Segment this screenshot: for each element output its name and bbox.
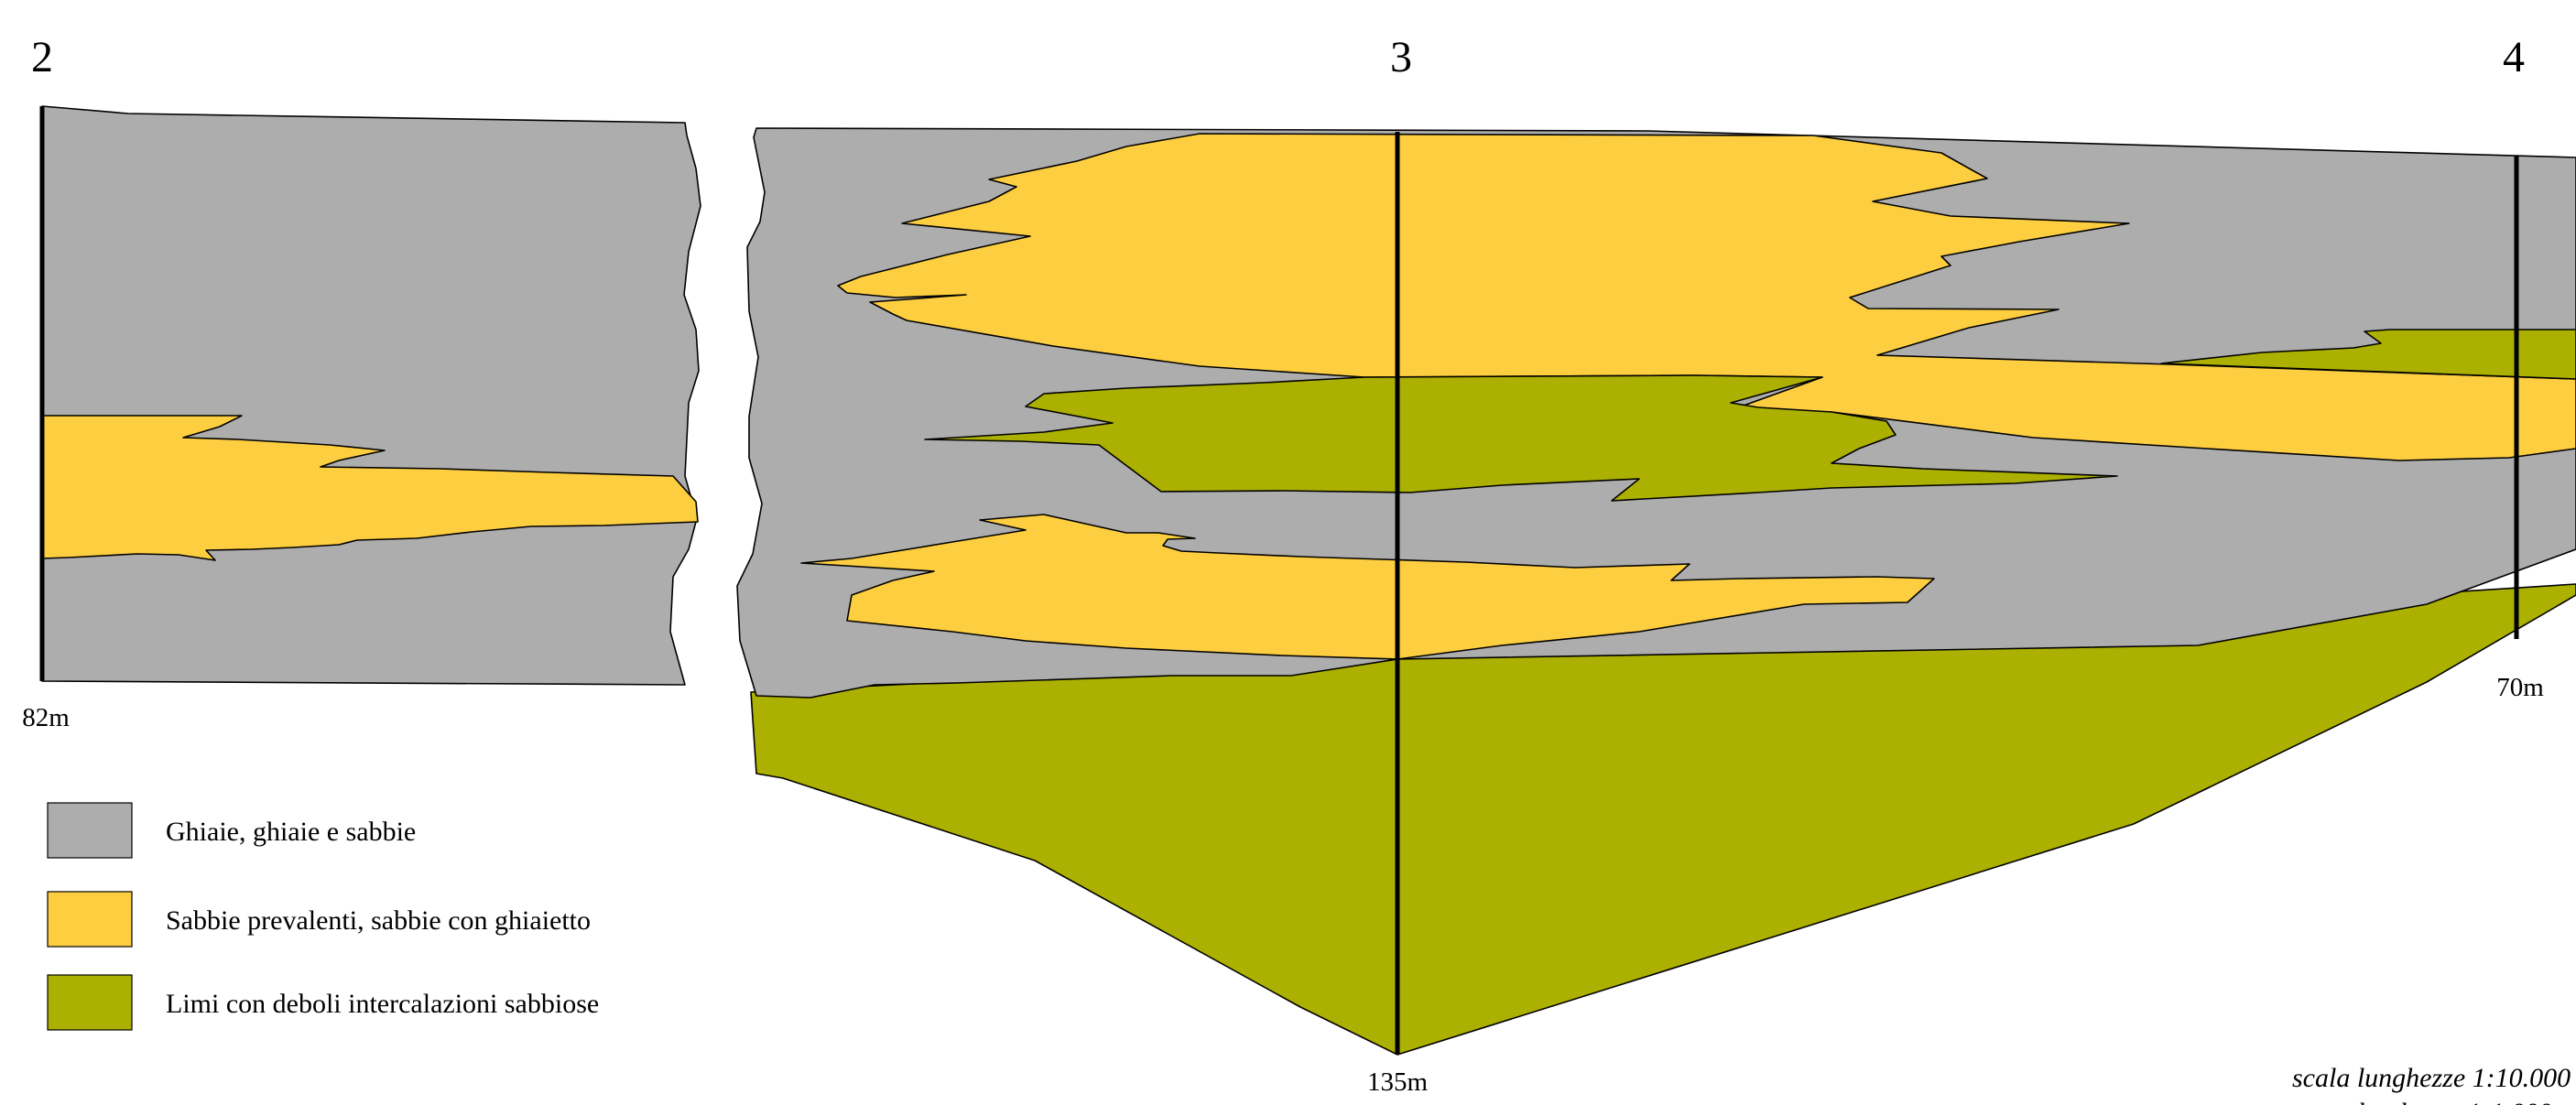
panel-left <box>41 105 701 686</box>
legend-swatch-silt <box>47 974 133 1031</box>
silt-unit-upper <box>924 374 2118 502</box>
scale-lengths: scala lunghezze 1:10.000 <box>2292 1063 2571 1093</box>
legend-swatch-sand <box>47 891 133 948</box>
legend-label-gravel: Ghiaie, ghiaie e sabbie <box>166 817 416 847</box>
silt-unit-right <box>2160 329 2576 380</box>
legend-swatch-gravel <box>47 802 133 859</box>
borehole-3-depth: 135m <box>1367 1067 1429 1097</box>
panel-main <box>736 127 2576 1056</box>
borehole-2-depth: 82m <box>22 703 70 732</box>
borehole-4-depth: 70m <box>2496 673 2544 702</box>
legend-label-silt: Limi con deboli intercalazioni sabbiose <box>166 989 599 1019</box>
sand-unit-left <box>41 415 699 561</box>
sand-unit-lower <box>800 514 1935 660</box>
borehole-2-number: 2 <box>31 33 53 81</box>
borehole-4-number: 4 <box>2503 33 2525 81</box>
legend: Ghiaie, ghiaie e sabbie Sabbie prevalent… <box>47 802 599 1031</box>
legend-label-sand: Sabbie prevalenti, sabbie con ghiaietto <box>166 905 591 936</box>
borehole-3-number: 3 <box>1390 33 1412 81</box>
gravel-unit-left <box>41 105 701 686</box>
scale-heights: scala altezze 1:1.000 <box>2321 1098 2551 1105</box>
